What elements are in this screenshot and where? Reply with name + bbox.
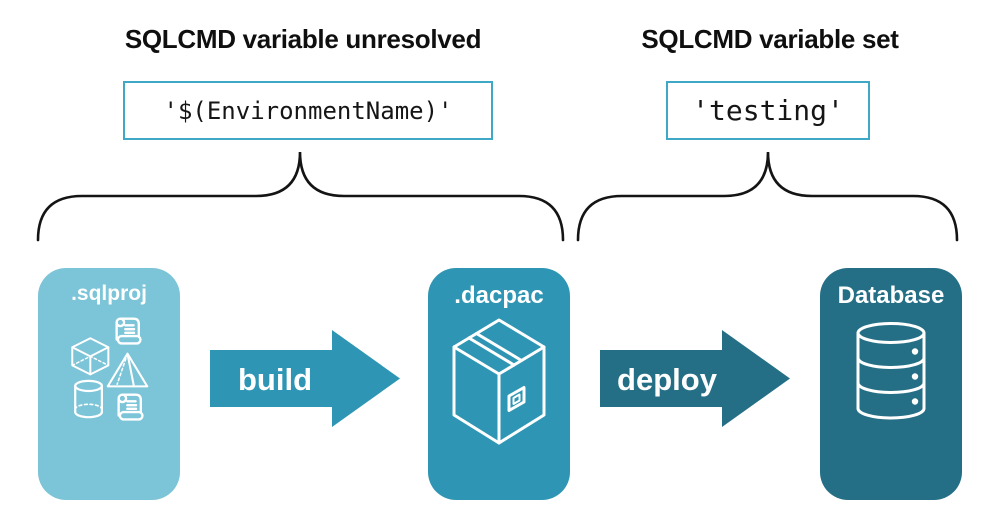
stage-dacpac-label: .dacpac — [454, 282, 544, 309]
database-cylinder-icon — [856, 322, 926, 420]
stage-sqlproj-label: .sqlproj — [71, 282, 147, 305]
cylinder-icon — [74, 379, 104, 419]
resolved-variable-box: 'testing' — [666, 81, 870, 140]
stage-sqlproj: .sqlproj — [38, 268, 180, 500]
deploy-arrow-label: deploy — [617, 362, 717, 397]
cube-icon — [71, 337, 110, 376]
left-annotation-title: SQLCMD variable unresolved — [124, 24, 482, 54]
right-brace-icon — [576, 151, 959, 242]
unresolved-variable-value: '$(EnvironmentName)' — [163, 96, 453, 125]
package-box-icon — [452, 318, 545, 445]
unresolved-variable-box: '$(EnvironmentName)' — [123, 81, 493, 140]
stage-dacpac: .dacpac — [428, 268, 570, 500]
build-arrow-label: build — [237, 362, 313, 397]
script-scroll-icon — [115, 317, 142, 345]
stage-database-label: Database — [837, 282, 945, 309]
sql-objects-icon — [71, 317, 149, 421]
resolved-variable-value: 'testing' — [692, 94, 844, 127]
pyramid-icon — [106, 352, 149, 388]
right-annotation-title: SQLCMD variable set — [641, 24, 899, 54]
left-brace-icon — [36, 151, 565, 242]
stage-database: Database — [820, 268, 962, 500]
deploy-arrow-icon — [600, 330, 790, 427]
script-scroll-icon — [117, 393, 144, 421]
build-arrow-icon — [210, 330, 400, 427]
